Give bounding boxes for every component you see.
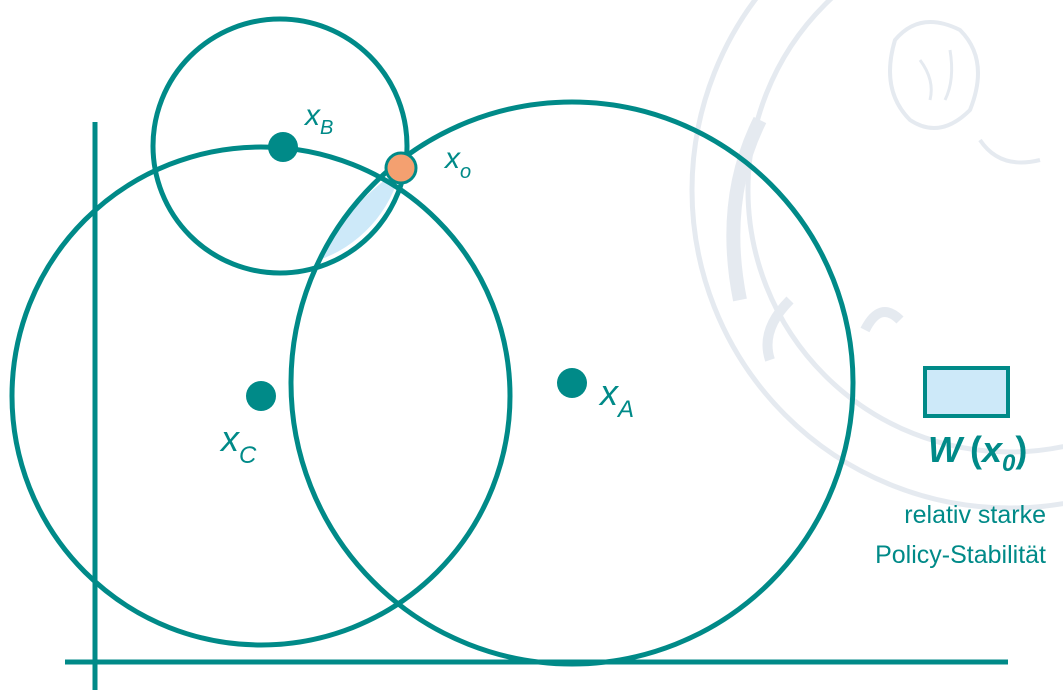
label-xo: xo	[443, 142, 471, 183]
label-xb: xB	[303, 99, 333, 139]
label-xc: xC	[219, 418, 257, 469]
caption-line-2: Policy-Stabilität	[875, 541, 1046, 569]
university-seal-watermark	[689, 0, 1063, 511]
point-xc	[246, 381, 276, 411]
point-xo	[384, 151, 418, 185]
win-set-legend-swatch	[923, 366, 1010, 418]
caption-line-1: relativ starke	[904, 501, 1046, 529]
point-xa	[557, 368, 587, 398]
win-set-legend-label: W(x0)	[928, 429, 1027, 477]
win-set-area	[316, 168, 401, 261]
indifference-circle-b	[150, 16, 410, 276]
label-xa: xA	[598, 372, 634, 423]
point-xb	[268, 132, 298, 162]
indifference-circle-c	[9, 144, 513, 648]
indifference-circle-a	[288, 99, 856, 667]
